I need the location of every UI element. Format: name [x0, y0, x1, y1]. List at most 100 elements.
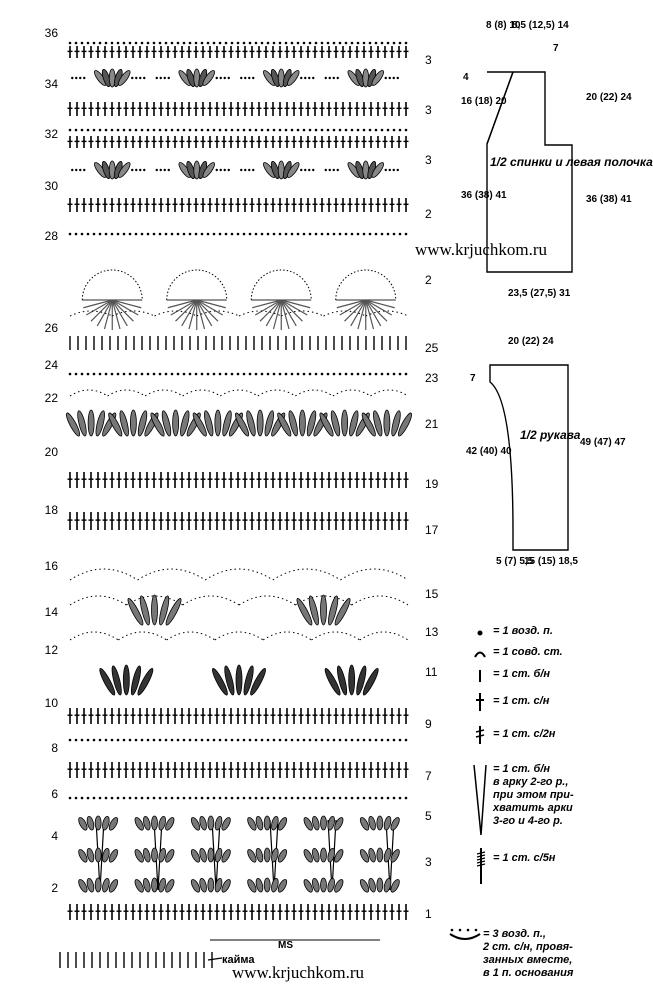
chain-dot	[290, 738, 294, 742]
hdc-icon	[475, 729, 485, 733]
shell-stitch	[376, 877, 384, 893]
chain-dot	[158, 738, 162, 742]
chain-dot	[290, 232, 294, 236]
legend-text: = 1 ст. б/н	[493, 668, 551, 680]
chain-dot	[398, 128, 402, 132]
shell-stitch	[312, 847, 320, 863]
fan-arc	[166, 269, 228, 301]
shell-stitch	[207, 847, 215, 863]
chain-dot	[98, 796, 102, 800]
chain-dot	[176, 41, 180, 45]
shell-stitch	[277, 817, 288, 831]
chain-arch	[204, 568, 274, 581]
chain-dot	[272, 372, 276, 376]
chain-arch	[166, 631, 216, 641]
chain-dot	[122, 128, 126, 132]
ornament-leaf	[371, 162, 384, 178]
sleeve-outline	[489, 364, 569, 551]
fan-stitch	[96, 299, 113, 327]
chain-dot	[122, 372, 126, 376]
chain-dot	[326, 796, 330, 800]
shell-stitch	[243, 665, 254, 696]
chain-dot	[254, 232, 258, 236]
shell-stitch	[78, 817, 88, 831]
shell-stitch	[199, 847, 207, 863]
chain-dot	[122, 232, 126, 236]
back-left-dim: 4	[463, 72, 469, 83]
chain-dot	[158, 372, 162, 376]
chain-dot	[164, 232, 168, 236]
chain-dot	[374, 372, 378, 376]
chain-dot	[302, 372, 306, 376]
chain-dot	[212, 232, 216, 236]
shell-stitch	[102, 877, 110, 893]
row-number-left: 24	[44, 358, 58, 372]
chain-dot	[140, 41, 144, 45]
cluster-icon	[466, 928, 470, 932]
back-top-width: 8 (8) 10	[486, 20, 521, 31]
ornament-leaf	[371, 70, 384, 86]
chain-dot	[188, 41, 192, 45]
chain-dot	[146, 128, 150, 132]
shell-stitch	[224, 665, 235, 696]
chain-arch	[370, 389, 409, 397]
chain-dot	[272, 41, 276, 45]
kayma-label: кайма	[222, 954, 255, 966]
chain-dot	[188, 738, 192, 742]
chain-dot	[244, 168, 247, 172]
chain-dot	[380, 796, 384, 800]
chain-dot	[92, 738, 96, 742]
chain-dot	[104, 41, 108, 45]
chain-dot	[200, 232, 204, 236]
chain-dot	[182, 738, 186, 742]
chain-dot	[312, 168, 315, 172]
chain-dot	[158, 796, 162, 800]
shell-stitch	[383, 847, 392, 863]
shell-stitch	[151, 847, 158, 863]
chain-dot	[242, 128, 246, 132]
chain-dot	[194, 232, 198, 236]
chain-dot	[392, 372, 396, 376]
row-number-left: 8	[51, 741, 58, 755]
chain-dot	[398, 738, 402, 742]
chain-arch	[107, 389, 146, 397]
chain-dot	[254, 796, 258, 800]
chain-dot	[224, 232, 228, 236]
fan-stitch	[280, 299, 290, 330]
chain-dot	[134, 41, 138, 45]
chain-dot	[328, 168, 331, 172]
shell-stitch	[328, 595, 339, 626]
chain-dot	[392, 232, 396, 236]
shell-stitch	[192, 412, 207, 437]
chain-dot	[302, 738, 306, 742]
shell-stitch	[303, 879, 313, 893]
legend-text: = 3 возд. п., 2 ст. с/н, провя- занных в…	[483, 928, 574, 979]
chain-dot	[134, 372, 138, 376]
row-number-left: 4	[51, 829, 58, 843]
chain-dot	[131, 168, 134, 172]
shell-stitch	[108, 817, 119, 831]
ornament-leaf	[287, 162, 300, 178]
shell-stitch	[247, 879, 257, 893]
chain-dot	[164, 738, 168, 742]
fan-stitch	[111, 299, 139, 316]
chain-dot	[332, 372, 336, 376]
shell-stitch	[277, 412, 292, 437]
fan-stitch	[167, 299, 197, 309]
fan-stitch	[112, 299, 142, 309]
chain-dot	[188, 232, 192, 236]
chain-dot	[272, 796, 276, 800]
chain-dot	[272, 232, 276, 236]
chain-dot	[314, 372, 318, 376]
chain-dot	[212, 41, 216, 45]
chain-dot	[230, 41, 234, 45]
chain-dot	[182, 41, 186, 45]
chain-dot	[212, 128, 216, 132]
chain-dot	[296, 738, 300, 742]
chain-dot	[182, 372, 186, 376]
chain-dot	[290, 41, 294, 45]
shell-stitch	[390, 879, 400, 893]
chain-dot	[296, 796, 300, 800]
chain-dot	[260, 796, 264, 800]
row-number-right: 15	[425, 587, 439, 601]
